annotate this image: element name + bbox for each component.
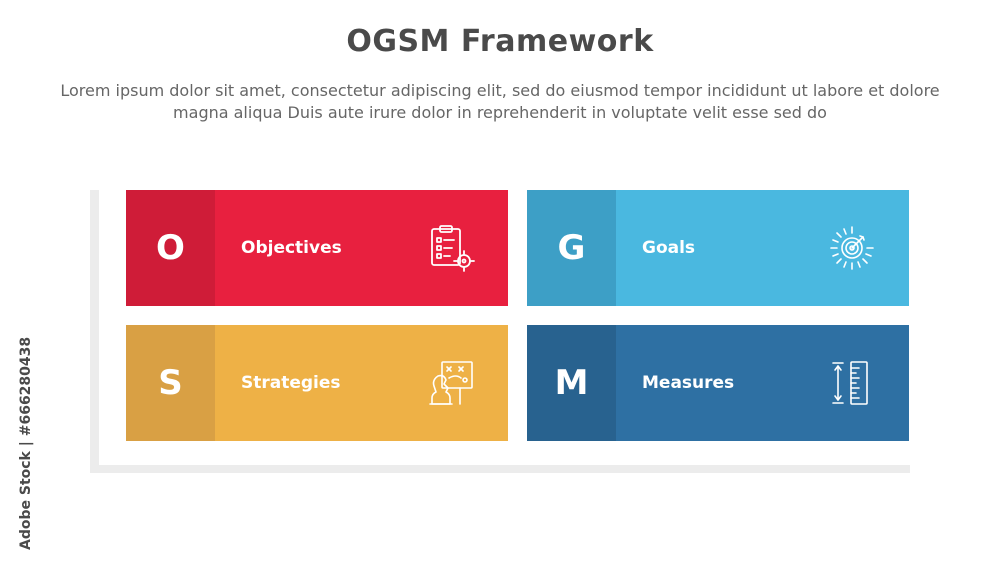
letter-s: S [158,363,183,403]
card-body-measures: Measures [616,325,909,441]
ruler-measure-icon [827,358,877,408]
stock-watermark: Adobe Stock | #666280438 [10,300,40,560]
letter-box-g: G [527,190,616,306]
frame-vertical-bar [90,190,99,472]
letter-box-o: O [126,190,215,306]
frame-horizontal-bar [90,465,910,473]
watermark-text: Adobe Stock | #666280438 [18,336,34,550]
card-measures: M Measures [527,325,909,441]
card-strategies: S Strategies [126,325,508,441]
letter-box-m: M [527,325,616,441]
card-body-strategies: Strategies [215,325,508,441]
label-strategies: Strategies [241,373,341,393]
target-arrow-icon [827,223,877,273]
label-objectives: Objectives [241,238,342,258]
label-measures: Measures [642,373,735,393]
page-subtitle: Lorem ipsum dolor sit amet, consectetur … [60,81,940,122]
card-body-objectives: Objectives [215,190,508,306]
clipboard-checklist-icon [426,223,476,273]
page-title: OGSM Framework [346,24,654,59]
card-body-goals: Goals [616,190,909,306]
letter-box-s: S [126,325,215,441]
card-goals: G Goals [527,190,909,306]
chess-strategy-board-icon [426,358,476,408]
letter-o: O [156,228,185,268]
card-objectives: O Objectives [126,190,508,306]
letter-m: M [554,363,589,403]
letter-g: G [557,228,586,268]
label-goals: Goals [642,238,696,258]
